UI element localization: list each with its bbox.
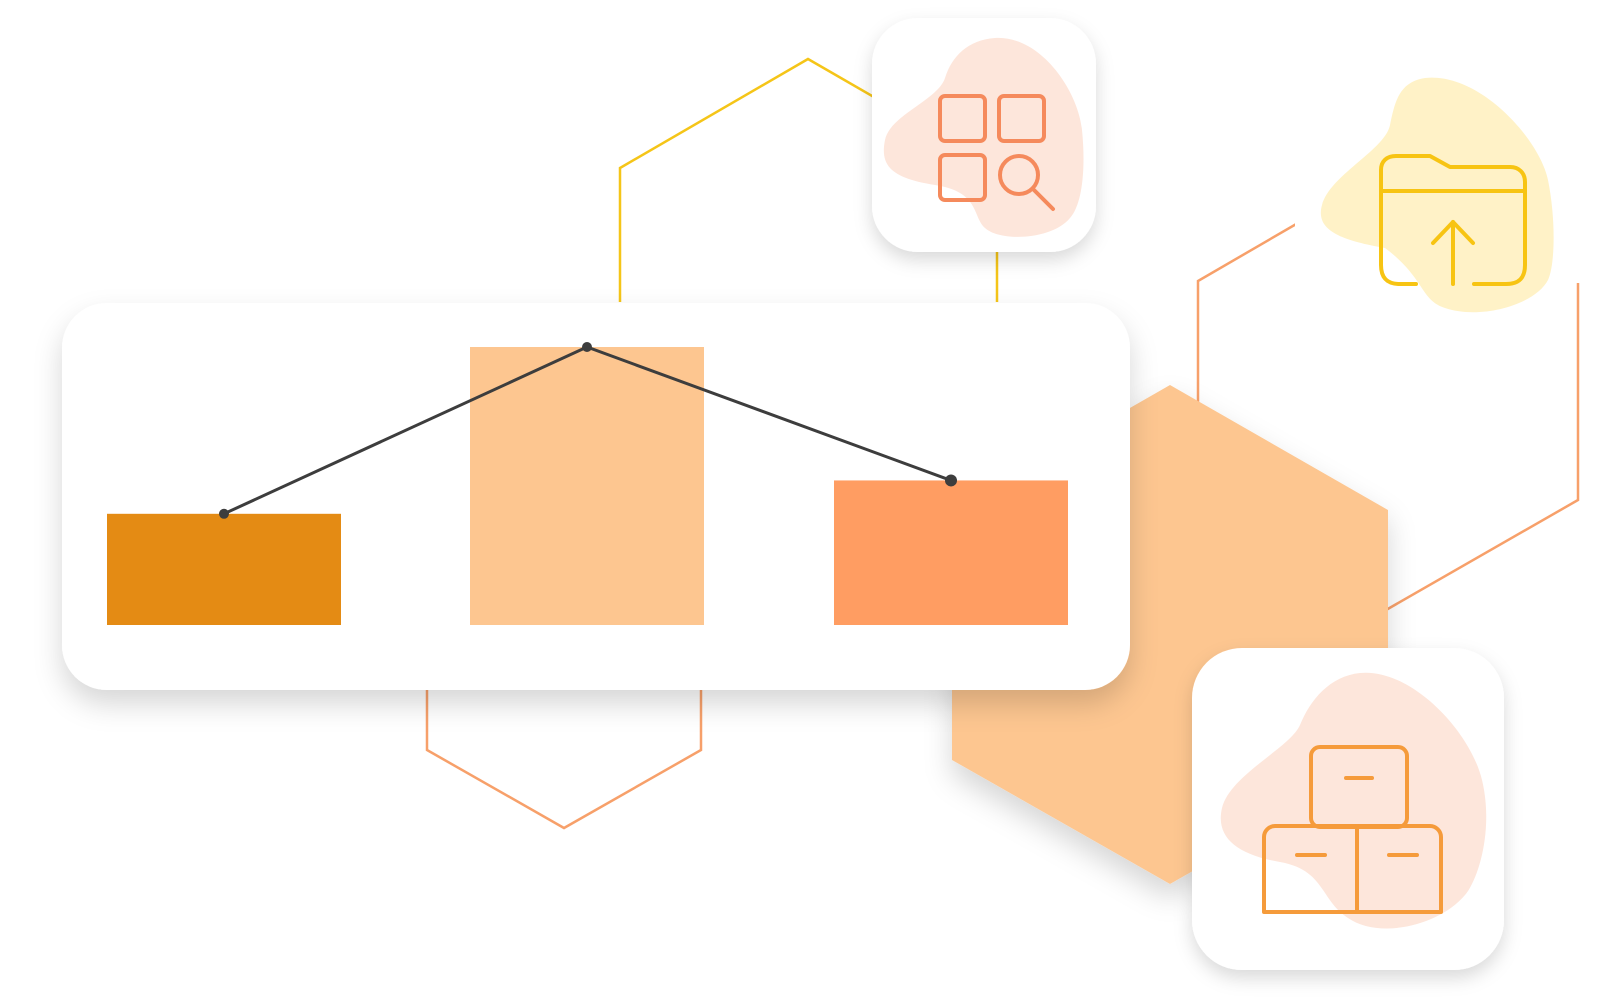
folder-upload-blob: [1320, 77, 1554, 313]
trend-point-2: [582, 342, 592, 352]
folder-upload-icon: [1379, 154, 1527, 286]
bar-2: [470, 347, 704, 625]
orange-hexagon-outline-bottom: [425, 688, 703, 830]
boxes-card: [1192, 648, 1504, 970]
boxes-blob: [1220, 672, 1487, 929]
bar-1: [107, 513, 341, 625]
apps-grid-search-icon: [938, 94, 1055, 211]
stacked-boxes-icon: [1262, 745, 1443, 914]
chart-plot: [107, 342, 1068, 625]
trend-point-1: [219, 508, 229, 519]
trend-point-3: [945, 474, 957, 487]
chart-card: [62, 303, 1130, 690]
orange-hexagon-outline-right: [1196, 221, 1299, 412]
apps-search-card: [872, 18, 1096, 252]
folder-upload-card: [1295, 68, 1595, 313]
orange-hexagon-outline-right-lower: [1385, 283, 1580, 612]
bar-3: [834, 480, 1068, 625]
